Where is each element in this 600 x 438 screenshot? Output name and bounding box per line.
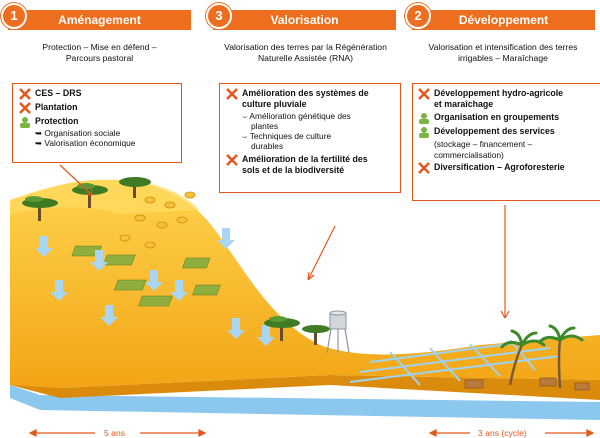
box-amenagement: CES – DRS Plantation Protection ➥ Organi… [12,83,182,163]
cross-tools-icon [19,88,31,100]
water-base [10,385,600,420]
subtitle-developpement: Valorisation et intensification des terr… [428,42,578,63]
palm-trees [500,324,584,389]
step-number-1: 1 [1,3,27,29]
people-icon [419,113,429,124]
header-valorisation: Valorisation [213,10,396,30]
timeline-arrows [28,429,595,437]
cross-tools-icon [226,88,238,100]
crop-patches [71,245,221,307]
planting-circles [119,191,196,249]
timeline-label-5-ans: 5 ans [104,428,126,438]
huts [464,377,590,391]
water-tower [326,310,350,354]
cross-tools-icon [19,102,31,114]
timeline-label-3-ans: 3 ans (cycle) [478,428,527,438]
subtitle-valorisation: Valorisation des terres par la Régénérat… [224,42,387,63]
step-number-2: 2 [405,3,431,29]
runoff-arrows [35,228,275,346]
cross-tools-icon [418,88,430,100]
subtitle-amenagement: Protection – Mise en défend –Parcours pa… [42,42,157,63]
people-icon [419,127,429,138]
cross-tools-icon [226,154,238,166]
header-developpement: Développement [412,10,595,30]
hill-top [10,179,600,388]
cross-tools-icon [418,162,430,174]
trees [22,177,330,345]
header-amenagement: Aménagement [8,10,191,30]
people-icon [20,117,30,128]
pointer-arrows [59,164,510,319]
step-number-3: 3 [206,3,232,29]
